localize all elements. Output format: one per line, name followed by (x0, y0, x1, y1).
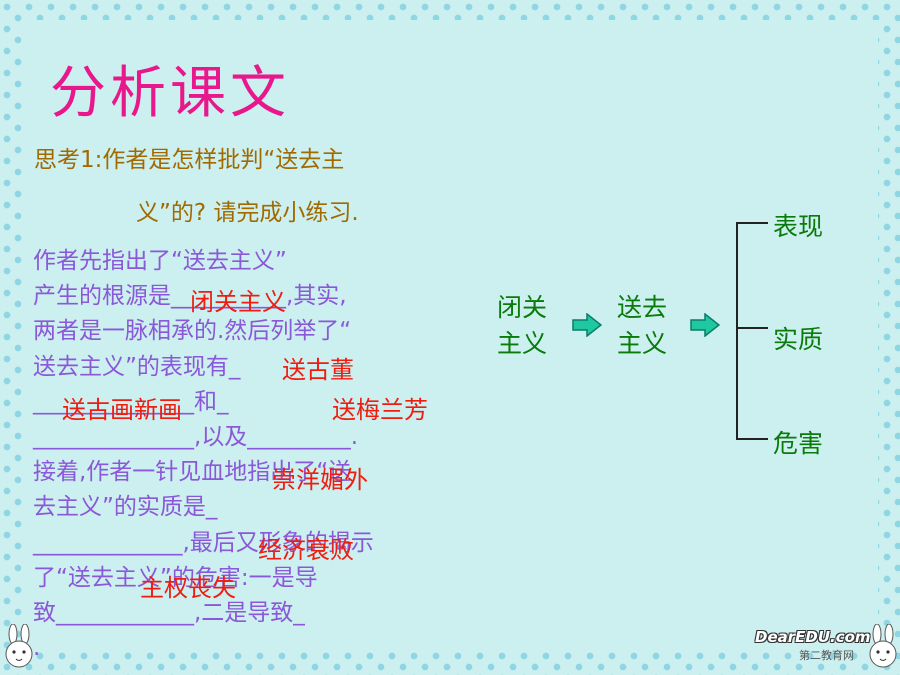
exercise-paragraph: 作者先指出了“送去主义” 产生的根源是__________,其实, 两者是一脉相… (33, 244, 463, 666)
bunny-decoration-icon (5, 624, 33, 668)
watermark-logo: DearEDU.com 第二教育网 (745, 628, 895, 664)
paragraph-line: . (33, 635, 41, 662)
node-closed-door: 闭关 主义 (497, 293, 548, 358)
paragraph-line: 了“送去主义”的危害:一是导 (33, 564, 318, 591)
branch-essence: 实质 (773, 325, 824, 354)
paragraph-line: ______________,以及_________. (33, 423, 359, 450)
watermark-subtitle: 第二教育网 (799, 649, 854, 662)
branch-tick (736, 438, 768, 440)
answer-harm-2: 主权丧失 (140, 574, 236, 602)
paragraph-line: ______________和_ (33, 388, 229, 415)
arrow-right-icon (572, 313, 602, 337)
answer-root: 闭关主义 (190, 288, 286, 316)
node-sending-out: 送去 主义 (617, 293, 668, 358)
paragraph-line: 产生的根源是__________,其实, (33, 283, 347, 310)
slide-title: 分析课文 (50, 61, 290, 126)
question-line-2: 义”的? 请完成小练习. (136, 200, 359, 226)
bunny-decoration-icon (869, 624, 897, 668)
paragraph-line: 送去主义”的表现有_ (33, 353, 241, 380)
answer-harm-1: 经济衰败 (258, 536, 354, 564)
paragraph-line: 去主义”的实质是_ (33, 494, 218, 521)
paragraph-line: _____________,最后又形象的揭示 (33, 529, 374, 556)
question-line-1: 思考1:作者是怎样批判“送去主 (34, 147, 345, 173)
answer-essence: 崇洋媚外 (272, 466, 368, 494)
answer-show-1: 送古董 (282, 356, 354, 384)
paragraph-line: 两者是一脉相承的.然后列举了“ (33, 318, 352, 345)
arrow-right-icon (690, 313, 720, 337)
branch-tick (736, 327, 768, 329)
slide-content-area (22, 20, 878, 652)
answer-show-3: 送梅兰芳 (332, 396, 428, 424)
watermark-brand: DearEDU.com (755, 628, 871, 646)
branch-harm: 危害 (773, 429, 824, 458)
branch-bracket (736, 222, 770, 440)
paragraph-line: 接着,作者一针见血地指出了“送 (33, 459, 352, 486)
paragraph-line: 致____________,二是导致_ (33, 599, 305, 626)
branch-manifestation: 表现 (773, 212, 824, 241)
answer-show-2: 送古画新画 (62, 396, 182, 424)
paragraph-line: 作者先指出了“送去主义” (33, 248, 287, 274)
branch-tick (736, 222, 768, 224)
